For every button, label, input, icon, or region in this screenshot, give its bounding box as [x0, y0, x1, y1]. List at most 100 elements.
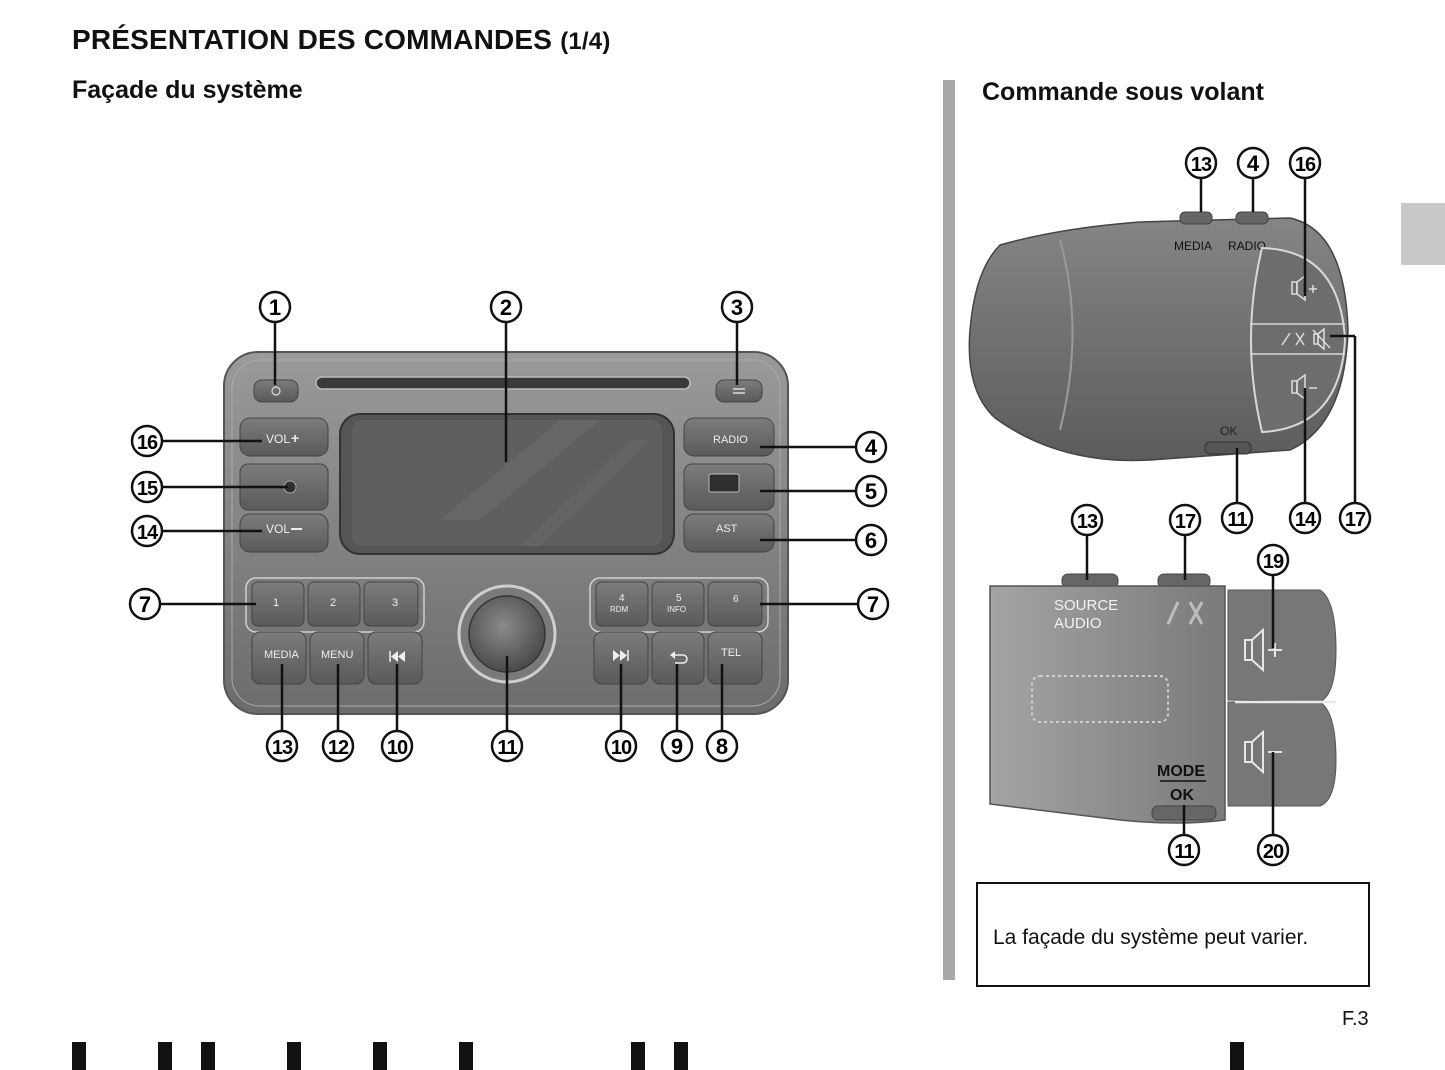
- ast-button: [683, 513, 775, 553]
- svg-text:1: 1: [269, 295, 281, 320]
- phone-mute-icon: [1281, 327, 1331, 351]
- svg-text:13: 13: [272, 737, 293, 759]
- radio-top-button: [1235, 211, 1269, 225]
- section-heading-system-front: Façade du système: [72, 76, 303, 104]
- callout-15: 15: [130, 470, 164, 504]
- callout-top-4: 4: [1236, 146, 1270, 180]
- vol-plus-label: VOL: [266, 432, 290, 446]
- svg-text:13: 13: [1191, 154, 1212, 176]
- callout-top-17: 17: [1338, 501, 1372, 535]
- svg-text:2: 2: [500, 295, 512, 320]
- callout-top-14: 14: [1288, 501, 1322, 535]
- radio-button: [683, 417, 775, 457]
- callout-16: 16: [130, 424, 164, 458]
- print-mark: [631, 1042, 645, 1070]
- svg-text:10: 10: [611, 737, 632, 759]
- tel-button-label: TEL: [721, 647, 741, 659]
- print-mark: [72, 1042, 86, 1070]
- preset-5-button: [651, 581, 705, 627]
- vol-minus-button: [239, 513, 329, 553]
- vol-minus-label: VOL: [266, 522, 290, 536]
- callout-3: 3: [720, 290, 754, 324]
- callout-12: 12: [321, 729, 355, 763]
- media-button: [251, 631, 307, 685]
- callout-2: 2: [489, 290, 523, 324]
- print-mark: [373, 1042, 387, 1070]
- top-control-stalk: [968, 217, 1349, 462]
- callout-14: 14: [130, 514, 164, 548]
- callout-bottom-13: 13: [1070, 503, 1104, 537]
- callout-top-13: 13: [1184, 146, 1218, 180]
- svg-text:7: 7: [867, 592, 879, 617]
- eject-button: [715, 379, 763, 403]
- svg-text:4: 4: [1247, 151, 1260, 176]
- previous-track-icon: [389, 651, 405, 662]
- media-top-label: MEDIA: [1174, 239, 1212, 253]
- svg-text:19: 19: [1263, 551, 1284, 573]
- callout-1: 1: [258, 290, 292, 324]
- svg-text:12: 12: [328, 737, 349, 759]
- svg-text:11: 11: [1227, 509, 1247, 531]
- print-mark: [674, 1042, 688, 1070]
- callout-4: 4: [854, 430, 888, 464]
- svg-text:10: 10: [387, 737, 408, 759]
- svg-text:14: 14: [1295, 509, 1317, 531]
- page-title-suffix: (1/4): [560, 28, 611, 55]
- vol-plus-button: [239, 417, 329, 457]
- volume-wheel: [1250, 246, 1347, 434]
- usb-port-icon: [708, 473, 740, 493]
- svg-text:17: 17: [1175, 511, 1196, 533]
- print-mark: [459, 1042, 473, 1070]
- ast-button-label: AST: [716, 523, 738, 535]
- callout-bottom-20: 20: [1256, 833, 1290, 867]
- volume-up-large-icon: [1244, 627, 1282, 673]
- radio-top-label: RADIO: [1228, 239, 1266, 253]
- column-divider: [943, 80, 955, 980]
- svg-text:20: 20: [1263, 841, 1284, 863]
- ok-bottom-label: OK: [1170, 787, 1194, 804]
- preset-4-label: 4: [619, 593, 625, 604]
- print-mark: [287, 1042, 301, 1070]
- svg-text:13: 13: [1077, 511, 1098, 533]
- radio-button-label: RADIO: [713, 434, 748, 446]
- ok-top-label: OK: [1220, 424, 1237, 438]
- preset-5-sublabel: INFO: [667, 605, 686, 614]
- svg-text:+: +: [291, 430, 299, 446]
- preset-2-button: [307, 581, 361, 627]
- svg-text:6: 6: [865, 528, 877, 553]
- svg-text:8: 8: [716, 734, 728, 759]
- side-tab-marker: [1401, 203, 1445, 265]
- svg-text:15: 15: [137, 478, 158, 500]
- media-button-label: MEDIA: [264, 649, 300, 661]
- steering-control-illustration: MEDIA RADIO OK SOURCE AUDIO MODE OK: [968, 146, 1372, 867]
- callout-bottom-11: 11: [1167, 833, 1201, 867]
- media-top-button: [1179, 211, 1213, 225]
- page-title: PRÉSENTATION DES COMMANDES (1/4): [72, 24, 611, 56]
- print-mark: [158, 1042, 172, 1070]
- source-label-line2: AUDIO: [1054, 615, 1102, 632]
- page-title-text: PRÉSENTATION DES COMMANDES: [72, 24, 553, 55]
- callout-13: 13: [265, 729, 299, 763]
- callout-9: 9: [660, 729, 694, 763]
- preset-3-button: [363, 581, 419, 627]
- callout-bottom-17: 17: [1168, 503, 1202, 537]
- radio-front-panel-illustration: VOL + VOL RADIO AST 1 2 3 MEDIA MENU 4 R…: [128, 290, 890, 763]
- callout-7-right: 7: [856, 587, 890, 621]
- svg-text:5: 5: [865, 479, 877, 504]
- svg-text:16: 16: [1295, 154, 1316, 176]
- source-label-line1: SOURCE: [1054, 597, 1118, 614]
- callout-11: 11: [490, 729, 524, 763]
- callout-7-left: 7: [128, 587, 162, 621]
- next-track-icon: [613, 650, 629, 661]
- svg-text:11: 11: [1174, 841, 1194, 863]
- note-text: La façade du système peut varier.: [993, 926, 1309, 949]
- svg-text:9: 9: [671, 734, 683, 759]
- menu-button-label: MENU: [321, 649, 353, 661]
- section-heading-steering-control: Commande sous volant: [982, 78, 1264, 106]
- note-box: La façade du système peut varier.: [976, 882, 1370, 987]
- svg-text:14: 14: [137, 522, 159, 544]
- print-mark: [1230, 1042, 1244, 1070]
- svg-text:11: 11: [497, 737, 517, 759]
- preset-1-label: 1: [273, 597, 279, 609]
- callout-6: 6: [854, 523, 888, 557]
